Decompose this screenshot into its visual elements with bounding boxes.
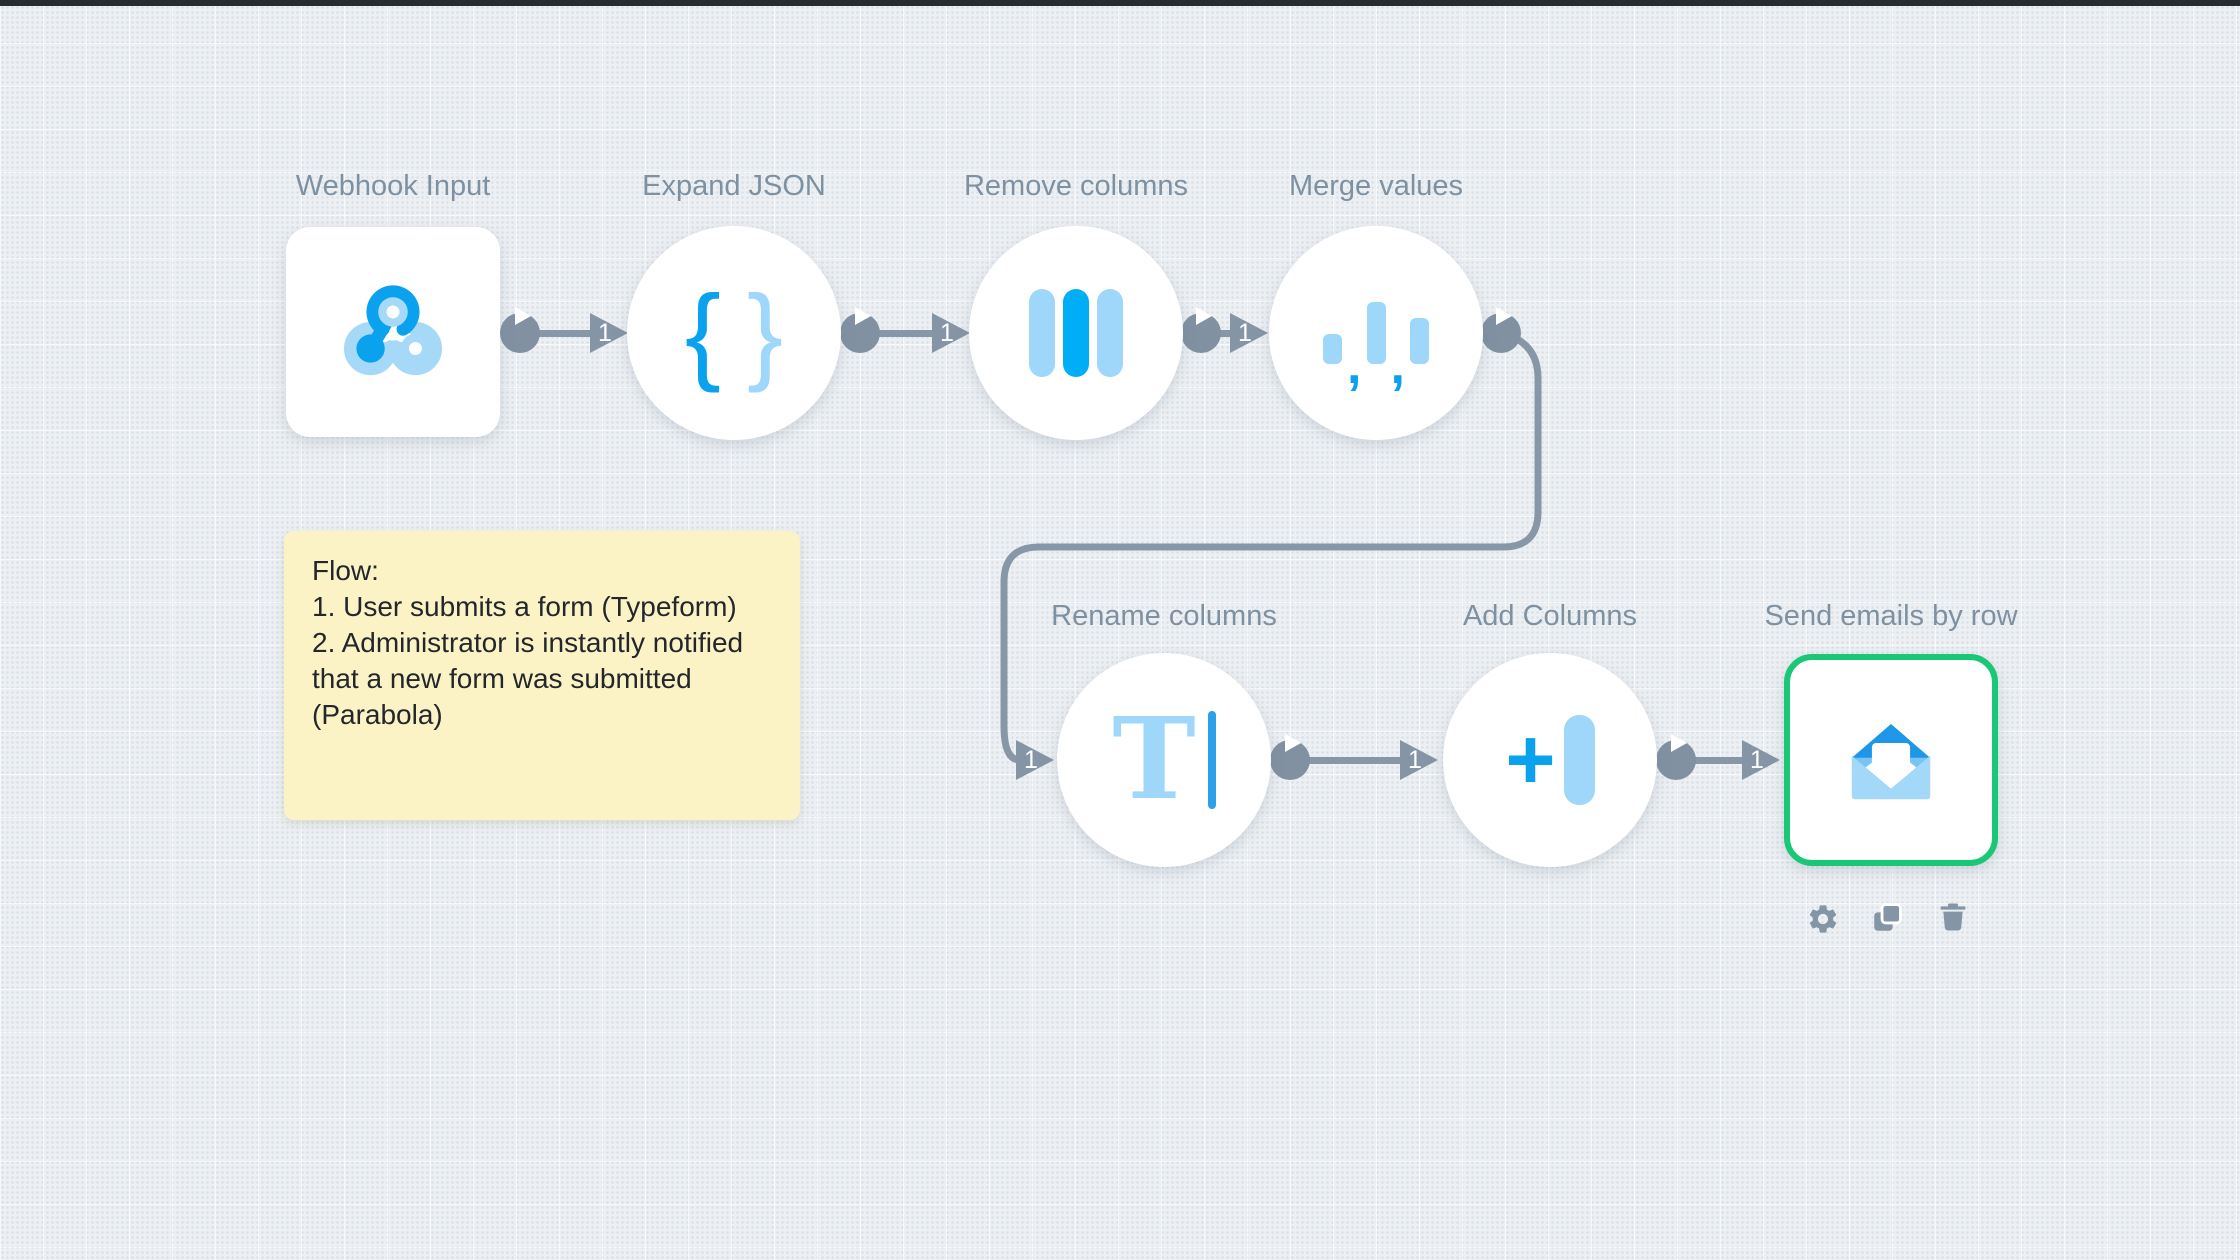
node-expand-json[interactable]: { } — [627, 226, 841, 440]
arrowhead[interactable] — [590, 313, 628, 353]
node-merge-values[interactable]: , , — [1269, 226, 1483, 440]
node-label-add-columns: Add Columns — [1462, 600, 1638, 632]
connection-elbow[interactable] — [990, 320, 1590, 790]
node-send-emails[interactable] — [1784, 654, 1998, 866]
run-count-badge: 1 — [940, 319, 954, 347]
connection-wire[interactable] — [532, 330, 598, 337]
node-webhook-input[interactable] — [286, 227, 500, 437]
node-add-columns[interactable]: + — [1443, 653, 1657, 867]
run-count-badge: 1 — [1238, 319, 1252, 347]
arrowhead[interactable] — [932, 313, 970, 353]
copy-icon — [1874, 903, 1902, 931]
arrowhead[interactable] — [1230, 313, 1268, 353]
arrowhead[interactable] — [1016, 740, 1054, 780]
plus-column-icon: + — [1505, 715, 1595, 805]
columns-icon — [1029, 289, 1123, 377]
connection-wire[interactable] — [1302, 757, 1406, 764]
delete-button[interactable] — [1936, 900, 1970, 934]
note-line: 1. User submits a form (Typeform) — [312, 591, 737, 622]
text-cursor-icon: T — [1112, 704, 1216, 816]
note-line: that a new form was submitted — [312, 663, 692, 694]
gear-icon — [1809, 905, 1837, 933]
connection-wire[interactable] — [872, 330, 938, 337]
webhook-icon — [344, 285, 442, 376]
email-icon — [1851, 723, 1931, 800]
output-port-merge-values[interactable] — [1481, 307, 1521, 353]
node-label-webhook: Webhook Input — [295, 170, 491, 202]
note-line: (Parabola) — [312, 699, 443, 730]
note-line: Flow: — [312, 555, 379, 586]
output-port-add-columns[interactable] — [1656, 734, 1696, 780]
node-remove-columns[interactable] — [969, 226, 1183, 440]
connection-wire[interactable] — [1688, 757, 1748, 764]
run-count-badge: 1 — [1750, 746, 1764, 774]
node-label-rename-columns: Rename columns — [1051, 600, 1277, 632]
braces-icon: { } — [684, 272, 784, 393]
duplicate-button[interactable] — [1870, 901, 1904, 935]
top-bar — [0, 0, 2240, 6]
output-port-webhook[interactable] — [500, 307, 540, 353]
sticky-note[interactable]: Flow: 1. User submits a form (Typeform) … — [284, 531, 800, 820]
run-count-badge: 1 — [1408, 746, 1422, 774]
node-label-send-emails: Send emails by row — [1764, 600, 2018, 632]
connection-wire[interactable] — [1214, 330, 1238, 337]
settings-button[interactable] — [1806, 902, 1840, 936]
trash-icon — [1940, 903, 1966, 931]
run-count-badge: 1 — [1024, 746, 1038, 774]
note-line: 2. Administrator is instantly notified — [312, 627, 744, 658]
node-rename-columns[interactable]: T — [1057, 653, 1271, 867]
arrowhead[interactable] — [1400, 740, 1438, 780]
node-label-expand-json: Expand JSON — [642, 170, 826, 202]
node-label-remove-columns: Remove columns — [963, 170, 1189, 202]
output-port-remove-columns[interactable] — [1181, 307, 1221, 353]
output-port-expand-json[interactable] — [840, 307, 880, 353]
merge-bars-icon: , , — [1321, 302, 1431, 392]
node-label-merge-values: Merge values — [1288, 170, 1464, 202]
run-count-badge: 1 — [598, 319, 612, 347]
arrowhead[interactable] — [1742, 740, 1780, 780]
output-port-rename-columns[interactable] — [1270, 734, 1310, 780]
